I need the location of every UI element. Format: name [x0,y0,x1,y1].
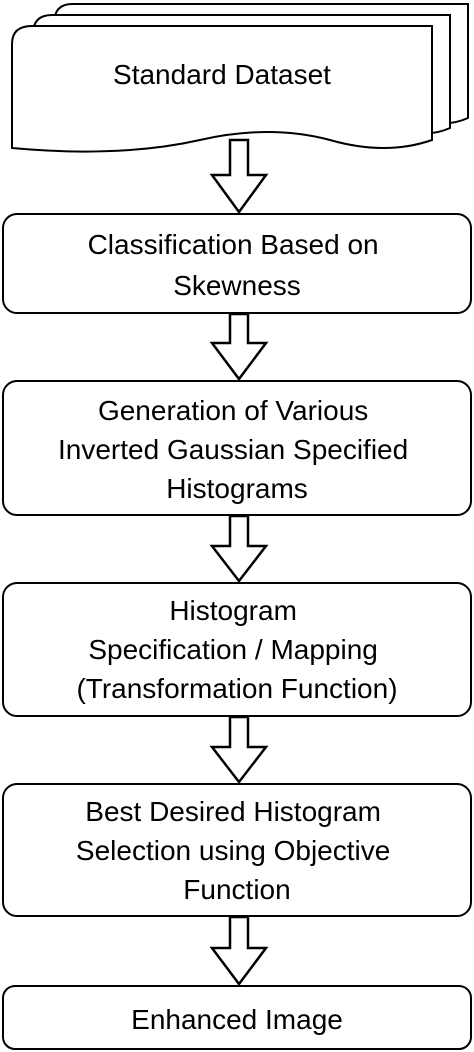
selection-step: Best Desired Histogram Selection using O… [2,783,472,917]
document-front-sheet [11,25,433,153]
classification-line-1: Classification Based on [88,229,379,260]
generation-line-2: Inverted Gaussian Specified [58,434,408,465]
standard-dataset-label: Standard Dataset [113,59,331,90]
selection-line-2: Selection using Objective [76,835,390,866]
enhanced-image-step: Enhanced Image [2,985,472,1050]
specification-step: Histogram Specification / Mapping (Trans… [2,582,472,717]
arrow-classification-to-generation [209,312,269,382]
arrow-generation-to-specification [209,514,269,584]
generation-step: Generation of Various Inverted Gaussian … [2,380,472,516]
generation-label: Generation of Various Inverted Gaussian … [58,395,416,504]
classification-step: Classification Based on Skewness [2,213,472,314]
specification-line-3: (Transformation Function) [76,673,397,704]
arrow-selection-to-enhanced [209,915,269,987]
specification-label: Histogram Specification / Mapping (Trans… [76,595,397,704]
specification-line-2: Specification / Mapping [88,634,378,665]
selection-line-1: Best Desired Histogram [85,796,381,827]
classification-line-2: Skewness [173,270,301,301]
standard-dataset-node: Standard Dataset [11,3,469,153]
enhanced-image-label: Enhanced Image [131,1004,343,1035]
enhanced-image-box [2,985,472,1050]
arrow-dataset-to-classification [209,138,269,215]
generation-line-3: Histograms [166,473,308,504]
classification-label: Classification Based on Skewness [88,229,387,301]
generation-line-1: Generation of Various [98,395,368,426]
selection-label: Best Desired Histogram Selection using O… [76,796,398,905]
selection-line-3: Function [183,874,290,905]
specification-line-1: Histogram [169,595,297,626]
arrow-specification-to-selection [209,715,269,785]
